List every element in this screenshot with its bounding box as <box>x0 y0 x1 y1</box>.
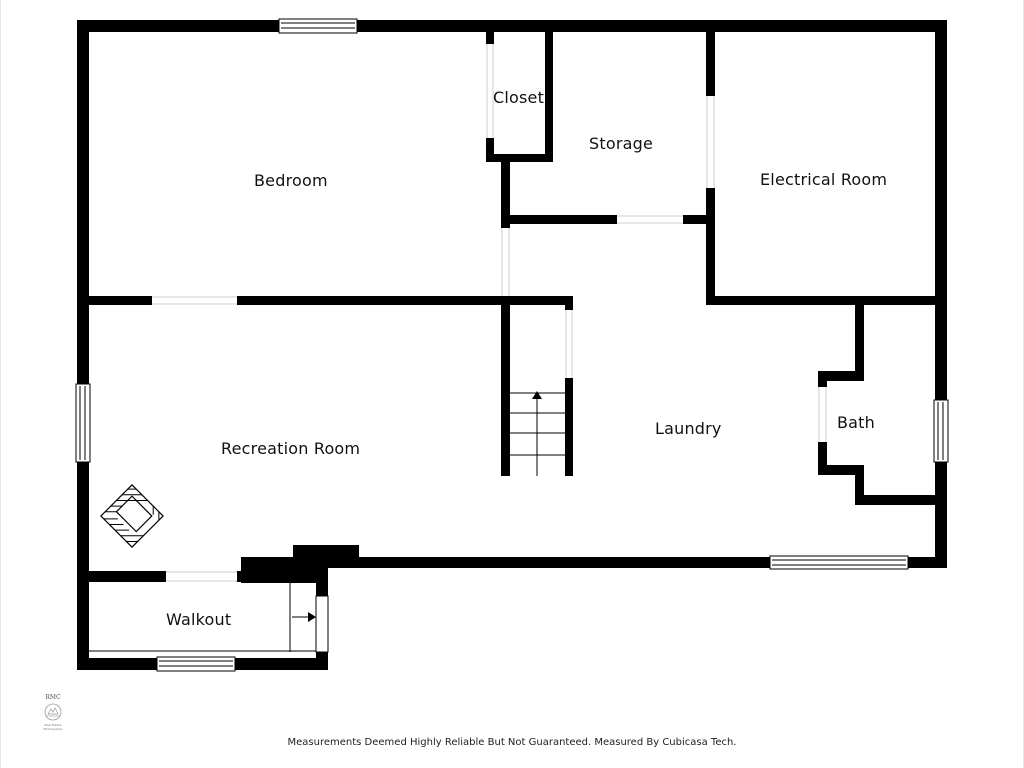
wall-storage-bottom-2 <box>683 215 715 224</box>
wall-closet-right <box>545 30 553 162</box>
label-laundry: Laundry <box>655 419 722 438</box>
window-recreation-left <box>75 383 91 463</box>
wall-bath-left-bottom <box>818 442 827 475</box>
logo-emblem-icon <box>44 703 62 721</box>
walkout-arrow-head <box>308 612 316 622</box>
door-openings <box>152 44 827 582</box>
wall-storage-east-bottom <box>706 188 715 305</box>
window-walkout-bottom <box>156 656 236 672</box>
label-bedroom: Bedroom <box>254 171 328 190</box>
wall-storage-bottom-1 <box>501 215 617 224</box>
wall-chimney-step <box>241 557 328 583</box>
logo-text: RMC <box>45 694 61 701</box>
wall-bath-bottom-vert <box>855 465 864 505</box>
label-electrical-room: Electrical Room <box>760 170 888 189</box>
footer-disclaimer: Measurements Deemed Highly Reliable But … <box>287 737 737 748</box>
label-bath: Bath <box>837 413 875 432</box>
staircase <box>510 392 565 476</box>
wall-bath-bottom <box>855 495 945 505</box>
wall-closet-left-top <box>486 30 494 44</box>
wall-stair-left <box>501 296 510 476</box>
label-storage: Storage <box>589 134 654 153</box>
label-walkout: Walkout <box>166 610 232 629</box>
left-frame-line <box>0 0 1 768</box>
walkout-entry <box>89 583 329 653</box>
windows <box>75 18 949 672</box>
wall-bath-step-bottom <box>818 465 864 475</box>
rmc-logo: RMC Real Estate Photography <box>40 694 66 736</box>
wall-top <box>77 20 947 32</box>
wall-bed-rec-2 <box>237 296 573 305</box>
wall-stair-right <box>565 378 573 476</box>
fireplace <box>100 484 164 548</box>
wall-bath-top <box>855 303 864 381</box>
wall-bed-rec-1 <box>89 296 152 305</box>
wall-bedroom-east <box>501 162 510 228</box>
interior-walls <box>89 30 947 582</box>
wall-walkout-top-1 <box>89 571 166 582</box>
label-closet: Closet <box>493 88 545 107</box>
wall-bath-left-top <box>818 371 827 387</box>
wall-electrical-bottom <box>706 296 947 305</box>
wall-walkout-top-2 <box>237 571 255 582</box>
wall-right <box>935 20 947 568</box>
window-bath-right <box>933 399 949 463</box>
wall-storage-east-top <box>706 30 715 96</box>
wall-chimney-top <box>293 545 359 559</box>
wall-closet-bottom <box>486 154 553 162</box>
window-laundry-bottom <box>769 555 909 570</box>
stairs-arrow-icon <box>532 391 542 399</box>
wall-stair-top-right <box>565 296 573 310</box>
window-bedroom-top <box>278 18 358 34</box>
logo-subtitle: Real Estate Photography <box>43 723 63 731</box>
wall-left <box>77 20 89 670</box>
label-recreation-room: Recreation Room <box>221 439 361 458</box>
wall-closet-left-bottom <box>486 138 494 162</box>
wall-bottom-right <box>328 557 947 568</box>
wall-bath-step-top <box>818 371 864 381</box>
